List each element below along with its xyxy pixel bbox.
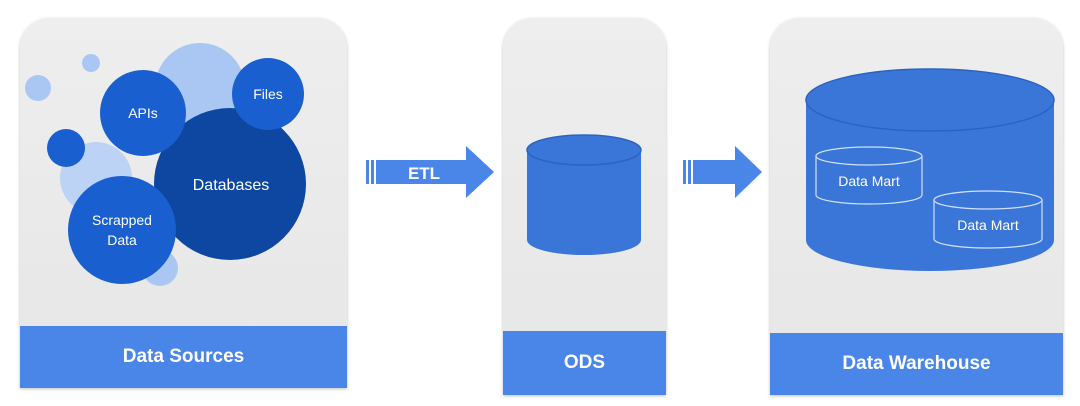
data-mart-2-body [933,199,1043,249]
dark-bubble-small [47,129,85,167]
etl-arrow: ETL [366,146,494,198]
etl-arrow-stripe-2 [371,160,374,184]
ods-database-icon [526,134,642,255]
data-mart-2-label: Data Mart [957,217,1019,233]
apis-bubble-label: APIs [128,105,158,121]
load-arrow-stripe-1 [683,160,686,184]
source-bubbles: Databases APIs Files Scrapped Data [25,43,306,286]
light-bubble-small-2 [82,54,100,72]
data-sources-label: Data Sources [20,326,347,388]
scrapped-data-bubble [68,176,176,284]
load-arrow [683,146,762,198]
warehouse-cylinder-top [805,68,1055,132]
ods-cylinder-body [527,150,641,255]
data-mart-2-top [933,190,1043,210]
etl-arrow-body [376,146,494,198]
load-arrow-stripe-2 [688,160,691,184]
load-arrow-body [693,146,762,198]
files-bubble-label: Files [253,86,283,102]
ods-cylinder-top [526,134,642,166]
files-bubble [232,58,304,130]
apis-bubble [100,70,186,156]
databases-bubble-label: Databases [193,177,270,194]
etl-arrow-stripe-1 [366,160,369,184]
data-mart-1: Data Mart [815,146,923,205]
data-mart-2: Data Mart [933,190,1043,249]
scrapped-data-label-line1: Scrapped [92,212,152,228]
data-mart-1-body [815,155,923,205]
ods-label: ODS [503,331,666,395]
data-mart-1-label: Data Mart [838,173,900,189]
scrapped-data-label-line2: Data [107,232,137,248]
data-mart-1-top [815,146,923,166]
light-bubble-small-1 [25,75,51,101]
databases-bubble [154,108,306,260]
data-warehouse-label: Data Warehouse [770,333,1063,395]
etl-label: ETL [408,164,440,183]
